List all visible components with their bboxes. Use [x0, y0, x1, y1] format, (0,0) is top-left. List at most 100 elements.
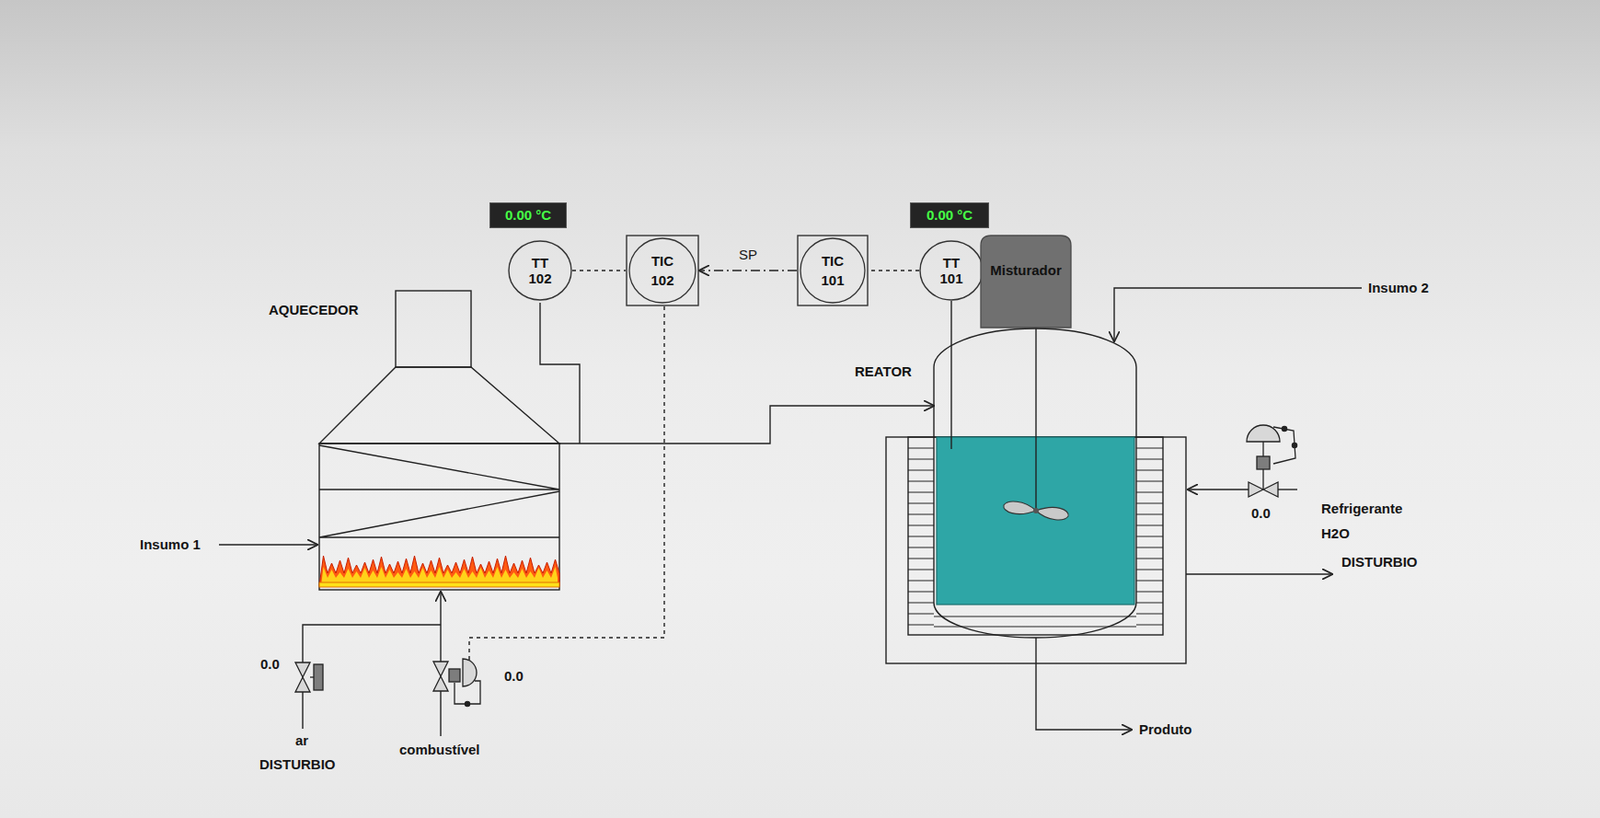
motor-housing [980, 235, 1071, 328]
heating-coil [319, 445, 560, 538]
stream-name: Refrigerante [1321, 500, 1403, 518]
temperature-value: 0.00 °C [505, 207, 552, 223]
feed-2-line [1114, 287, 1362, 342]
signal-line [699, 269, 797, 271]
air-pipe [302, 624, 441, 663]
instrument-tag: 101 [939, 270, 963, 287]
process-line [559, 405, 934, 444]
coolant-outlet [1185, 573, 1333, 575]
coil-line [908, 448, 934, 449]
mixer-shaft [1035, 328, 1036, 511]
valve-value: 0.0 [1251, 505, 1271, 522]
stream-name: H2O [1321, 525, 1350, 542]
signal-label: SP [738, 246, 758, 264]
control-valve [1246, 425, 1298, 497]
valve-stem [1262, 441, 1264, 457]
pipes [218, 287, 1362, 737]
coil-line [1136, 580, 1163, 582]
instrument-bubble [920, 241, 983, 300]
equipment-name: Misturador [989, 262, 1062, 278]
impeller-hub [1033, 507, 1039, 514]
instrument-tag: 102 [528, 270, 552, 287]
disturbance-note: DISTURBIO [1341, 553, 1418, 571]
sensor-line [540, 302, 580, 444]
valve-dot [1281, 425, 1287, 431]
valve-actuator-box [1256, 456, 1270, 470]
burner [319, 582, 560, 588]
coil-line [1136, 591, 1163, 593]
coil-line [1136, 558, 1163, 560]
impeller-blade [1003, 501, 1036, 515]
coil-line [1136, 602, 1163, 604]
coil-line [1136, 547, 1163, 549]
stream-name: Produto [1139, 721, 1193, 738]
heater-furnace: AQUECEDOR [319, 290, 560, 590]
vessel-wall [933, 328, 1137, 638]
hood [319, 367, 560, 444]
heater-furnace-outline [319, 290, 560, 590]
coolant-pipe [1277, 488, 1298, 490]
product-line [1035, 637, 1132, 730]
flames [319, 555, 560, 587]
coil-line [1136, 624, 1163, 626]
controller-symbol-outline [796, 234, 869, 307]
coil-line [908, 503, 934, 505]
valve-body [433, 661, 449, 691]
coil-line [1136, 492, 1163, 494]
transmitter-circle: TT101 [919, 240, 984, 301]
coil-line [1136, 470, 1163, 472]
coil-line [908, 470, 934, 472]
instrument-tag: TIC [821, 253, 844, 269]
instrument-tag: 102 [650, 272, 674, 288]
coil-line [908, 492, 934, 494]
controller-symbol: TIC 102 [625, 234, 700, 307]
coil-line [908, 591, 934, 593]
coil-line [908, 459, 934, 461]
instrument-bubble [800, 238, 865, 303]
coil-line [1136, 514, 1163, 516]
manual-valve [295, 662, 323, 692]
equipment-name: REATOR [854, 363, 912, 380]
valve-handle [313, 664, 323, 691]
firebox [319, 443, 560, 590]
valve-diaphragm [462, 658, 477, 687]
coil-line [908, 547, 934, 549]
coil-line [908, 536, 934, 538]
stream-name: Insumo 2 [1368, 279, 1429, 297]
coil-line [1136, 569, 1163, 571]
signal-line [868, 269, 920, 271]
temperature-value: 0.00 °C [926, 207, 973, 223]
sensor-probe [950, 328, 952, 449]
coil-line [908, 624, 934, 626]
air-pipe [301, 691, 303, 729]
temperature-display: 0.00 °C [489, 202, 567, 229]
mixer-motor: Misturador [979, 234, 1072, 329]
controller-symbol-outline [625, 234, 700, 307]
coil-line [908, 580, 934, 582]
valve-dot [1291, 442, 1297, 448]
coil-line [1136, 459, 1163, 461]
mixer-motor-outline [979, 234, 1072, 329]
process-line [950, 300, 952, 329]
fuel-pipe [439, 591, 441, 662]
signal-line [572, 269, 626, 271]
instrument-tag: TIC [651, 253, 674, 269]
coil-line [933, 626, 1137, 628]
coil-line [1136, 525, 1163, 527]
shared-display-box [626, 235, 699, 306]
coil-line [908, 525, 934, 527]
coil-line [1136, 503, 1163, 505]
instrument-tag: TT [943, 254, 960, 271]
instrument-tag: TT [531, 254, 549, 271]
instrument-bubble [508, 241, 572, 300]
impeller-blade [1035, 506, 1069, 520]
transmitter-circle: TT102 [507, 240, 573, 301]
controller-symbol: TIC101 [796, 234, 869, 307]
signal-line [469, 306, 665, 661]
coil-line [1136, 536, 1163, 538]
instrument-bubble [629, 238, 696, 303]
temperature-display: 0.00 °C [909, 202, 990, 229]
